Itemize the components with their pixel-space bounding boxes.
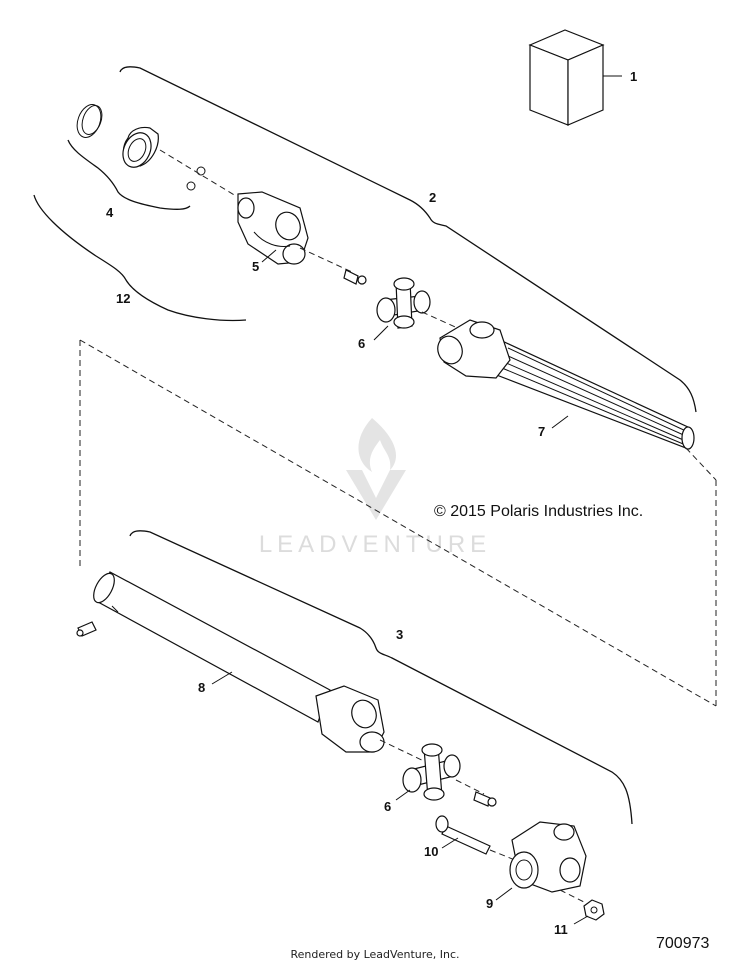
- grease-fitting-left: [76, 621, 97, 637]
- callout-6-upper: 6: [358, 336, 365, 351]
- part-6-ujoint-upper: [376, 277, 431, 329]
- document-number: 700973: [656, 935, 709, 952]
- grease-fitting-upper: [343, 269, 367, 285]
- brace-3: [129, 530, 633, 825]
- part-9-end-yoke: [509, 821, 587, 893]
- watermark-text: LEADVENTURE: [259, 531, 491, 558]
- footer-rendered-by: Rendered by LeadVenture, Inc.: [290, 948, 459, 961]
- callout-2: 2: [429, 190, 436, 205]
- brace-2: [119, 66, 697, 413]
- brace-4: [67, 139, 191, 210]
- part-1-box: [528, 29, 605, 126]
- callout-3: 3: [396, 627, 403, 642]
- part-7-spline-shaft: [437, 319, 695, 450]
- part-5-yoke: [237, 191, 309, 265]
- dashed-outline: [79, 339, 717, 707]
- callout-10: 10: [424, 844, 438, 859]
- watermark-flame-icon: [358, 418, 396, 472]
- callout-4: 4: [106, 205, 114, 220]
- watermark-v-icon: [346, 470, 406, 520]
- callout-9: 9: [486, 896, 493, 911]
- callout-1: 1: [630, 69, 637, 84]
- part-10-bolt: [435, 815, 491, 855]
- callout-8: 8: [198, 680, 205, 695]
- leader-lines: [211, 249, 589, 925]
- part-4-seal: [76, 104, 206, 191]
- brace-12: [33, 194, 247, 322]
- part-8-tube: [93, 571, 331, 723]
- watermark: LEADVENTURE: [259, 418, 491, 558]
- callout-6-lower: 6: [384, 799, 391, 814]
- callout-5: 5: [252, 259, 259, 274]
- lower-tube-yoke: [315, 685, 385, 753]
- part-11-nut: [583, 899, 605, 921]
- part-6-ujoint-lower: [402, 743, 461, 801]
- copyright-notice: © 2015 Polaris Industries Inc.: [434, 503, 643, 520]
- callout-7: 7: [538, 424, 545, 439]
- callout-11: 11: [554, 922, 568, 937]
- grease-fitting-lower: [473, 791, 497, 807]
- callout-12: 12: [116, 291, 130, 306]
